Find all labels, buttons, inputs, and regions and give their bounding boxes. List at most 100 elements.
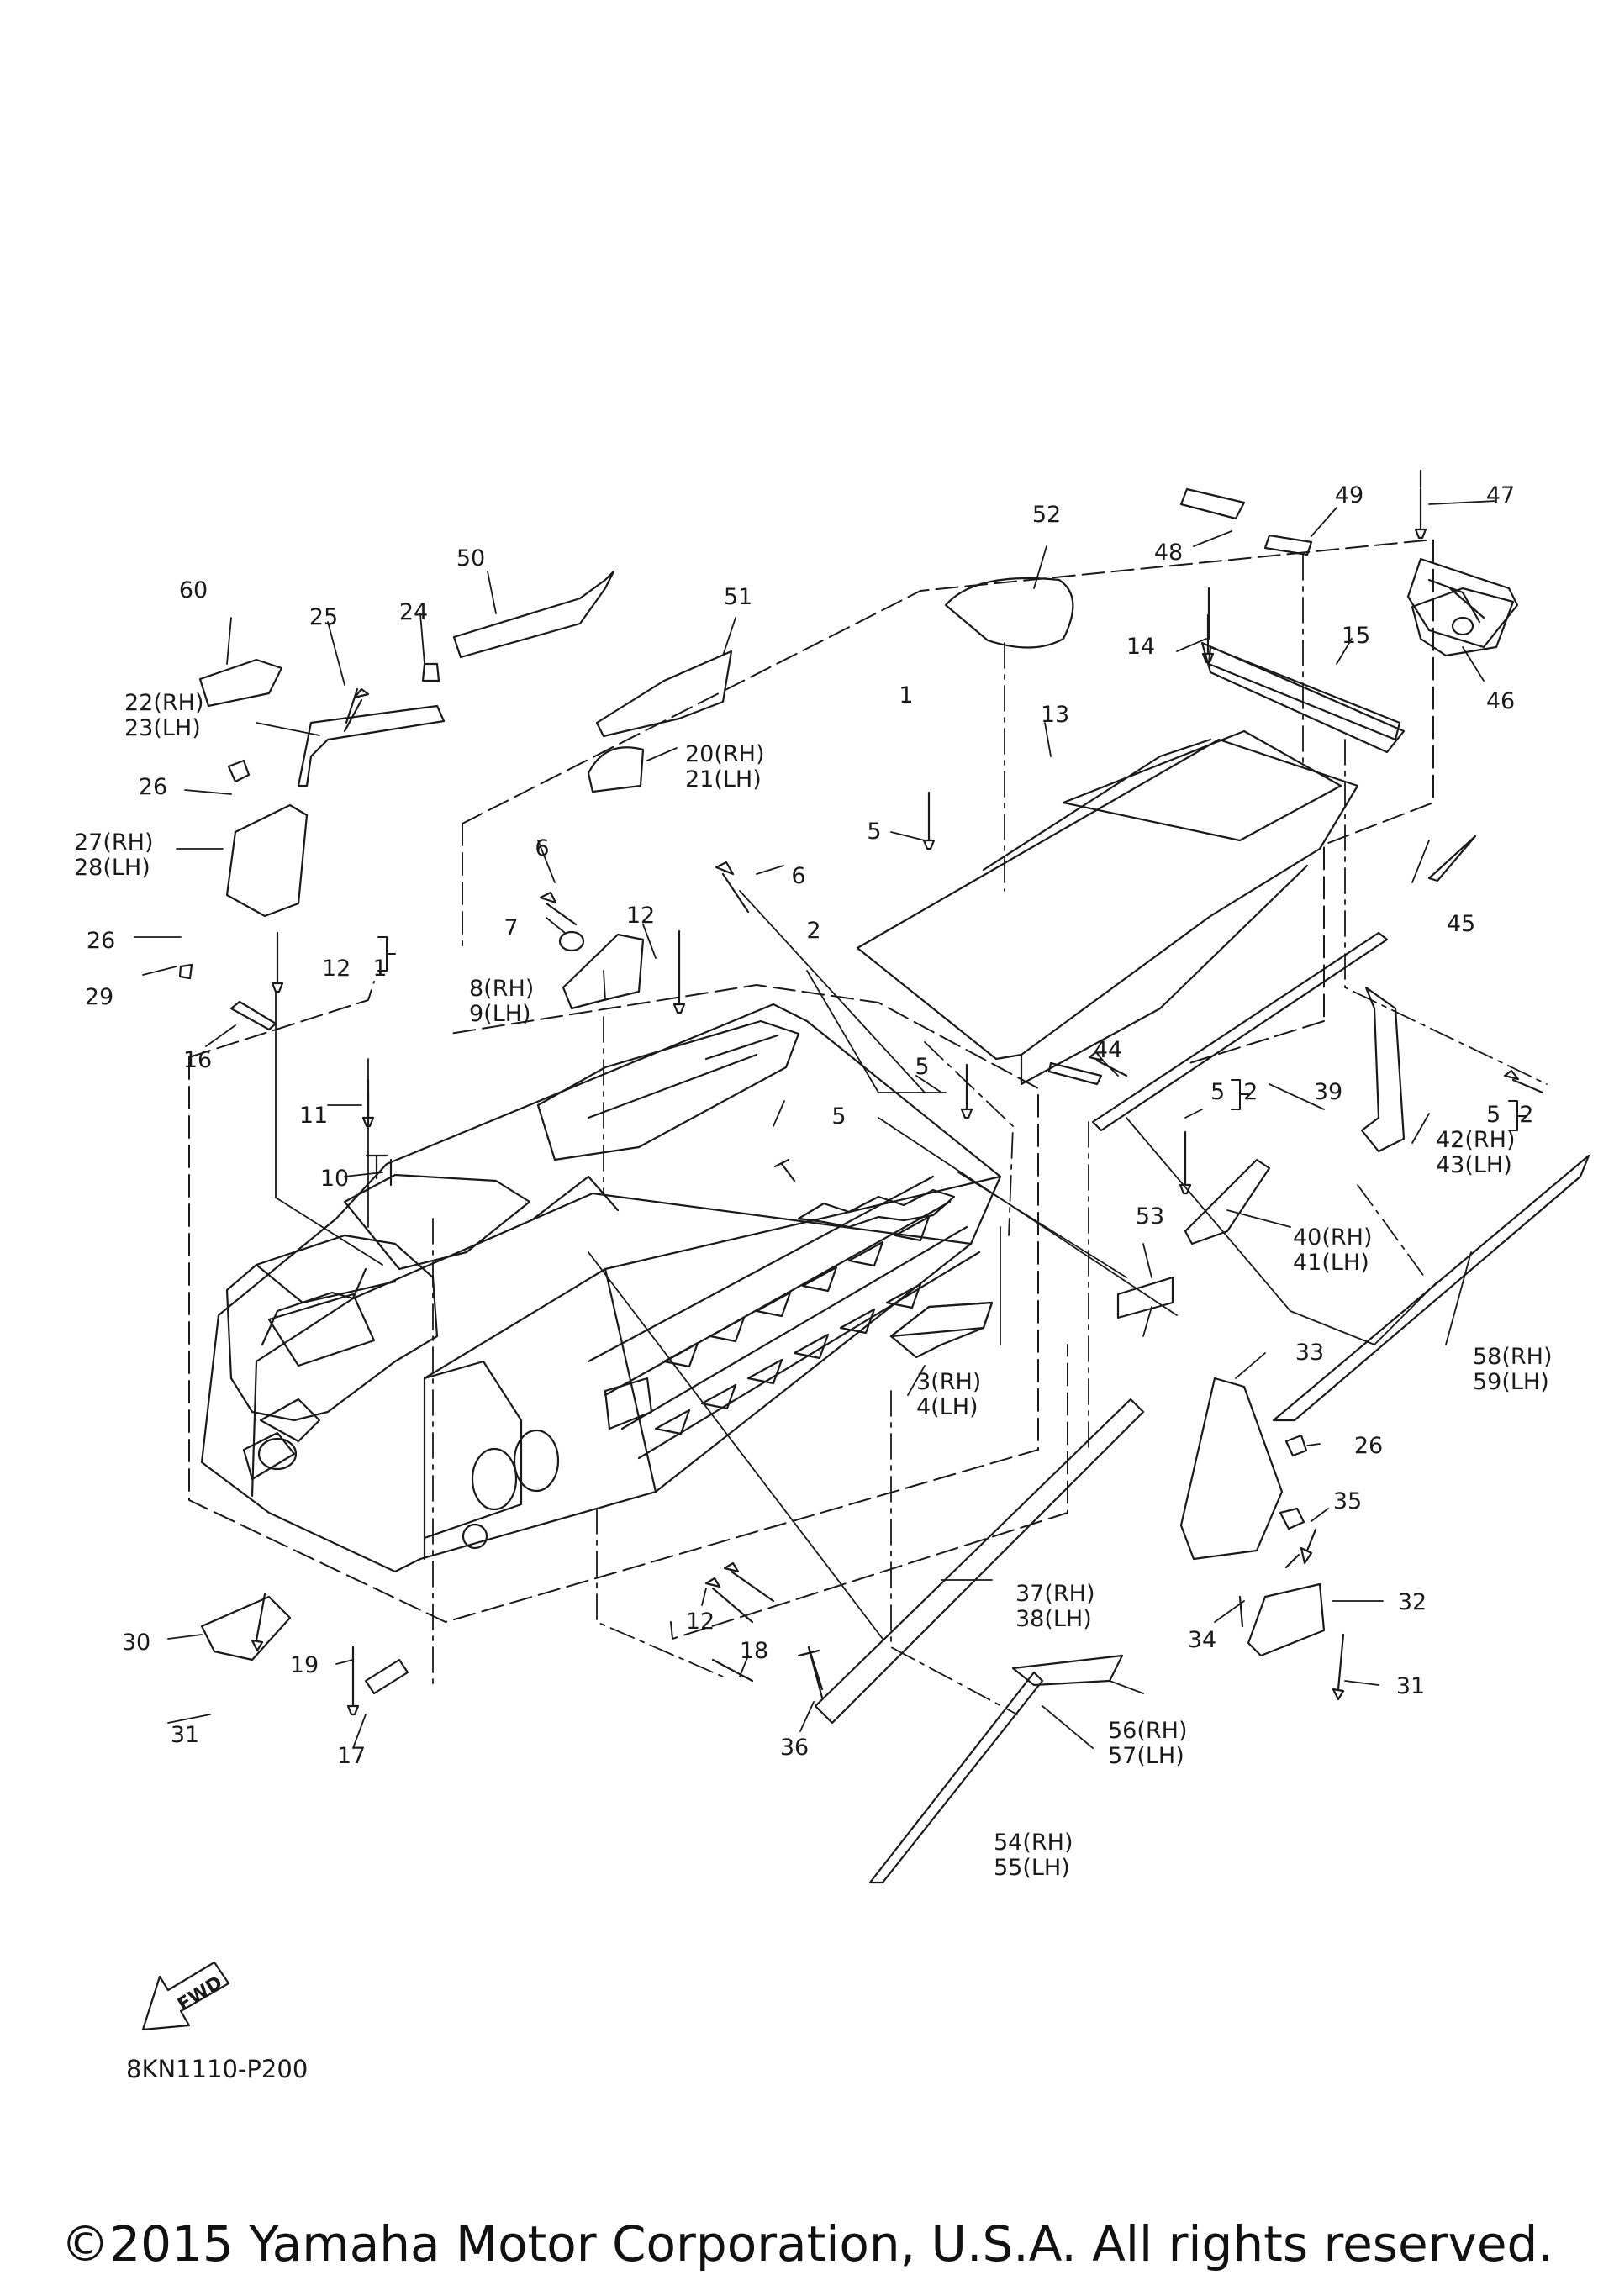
part-26-shape — [227, 759, 251, 783]
callout-31-a: 31 — [170, 1722, 200, 1748]
callout-57-label: 57(LH) — [1108, 1743, 1184, 1769]
callout-43-label: 43(LH) — [1436, 1152, 1512, 1178]
callout-16: 16 — [182, 1047, 213, 1073]
callout-47: 47 — [1485, 482, 1516, 508]
part-24-shape — [421, 662, 440, 682]
part-60-shape — [198, 658, 283, 708]
front-chassis — [225, 1234, 439, 1481]
part-8-shape — [562, 933, 645, 1010]
callout-59-label: 59(LH) — [1473, 1369, 1549, 1395]
callout-40-label: 40(RH) — [1293, 1224, 1373, 1251]
callout-38-label: 38(LH) — [1015, 1606, 1092, 1632]
part-37-shape — [814, 1398, 1145, 1725]
callout-5-a: 5 — [867, 819, 882, 845]
part-44-shape — [1047, 1061, 1103, 1086]
callout-22-label: 22(RH) — [124, 690, 204, 716]
part-35-shape — [1305, 1528, 1317, 1552]
part-22-shape — [297, 704, 446, 787]
part-46-shape — [1411, 587, 1515, 657]
callout-22-23: 22(RH) 23(LH) — [124, 691, 204, 741]
tunnel-frame — [200, 1003, 1002, 1573]
part-48-shape — [1179, 487, 1246, 520]
callout-6-b: 6 — [791, 863, 806, 889]
part-25-shape — [345, 687, 359, 724]
reference-lines — [275, 890, 1438, 1640]
callout-42-label: 42(RH) — [1436, 1127, 1516, 1153]
callout-23-label: 23(LH) — [124, 715, 201, 741]
callout-20-21: 20(RH) 21(LH) — [685, 742, 765, 793]
callout-44: 44 — [1093, 1037, 1123, 1063]
part-15-shape — [1207, 645, 1401, 741]
assembly-boundary-2 — [188, 981, 1068, 1640]
part-30-shape — [200, 1595, 292, 1661]
bracket-12-label: 12 — [322, 956, 351, 982]
callout-50: 50 — [456, 545, 486, 571]
callout-58-59: 58(RH) 59(LH) — [1473, 1345, 1553, 1395]
part-16-shape — [229, 1000, 277, 1031]
fasteners — [251, 487, 1544, 1716]
bracket-1-label: 1 — [372, 956, 388, 982]
callout-45: 45 — [1446, 911, 1476, 937]
part-58-shape — [1272, 1154, 1590, 1422]
callout-30: 30 — [121, 1630, 151, 1656]
callout-9-label: 9(LH) — [469, 1001, 531, 1027]
callout-12-b: 12 — [685, 1609, 715, 1635]
rear-bumper — [1406, 557, 1519, 649]
leader-lines — [134, 500, 1497, 1749]
part-29-shape — [178, 963, 193, 980]
part-39-shape — [1091, 931, 1389, 1132]
callout-5-c: 5 — [831, 1103, 847, 1130]
callout-54-55: 54(RH) 55(LH) — [994, 1830, 1073, 1881]
callout-14: 14 — [1126, 634, 1156, 660]
callout-41-label: 41(LH) — [1293, 1250, 1369, 1276]
callout-27-28: 27(RH) 28(LH) — [74, 830, 154, 881]
part-34-shape — [1238, 1595, 1244, 1628]
callout-19: 19 — [289, 1652, 319, 1678]
callout-36: 36 — [779, 1735, 810, 1761]
callout-29: 29 — [84, 984, 114, 1010]
part-54-shape — [868, 1671, 1044, 1884]
part-27-shape — [225, 803, 309, 918]
callout-12-1-bracket: 12 1 — [322, 956, 388, 982]
callout-52: 52 — [1031, 502, 1062, 528]
callout-18: 18 — [739, 1638, 769, 1664]
callout-39: 39 — [1313, 1079, 1343, 1105]
bracket-2-label-a: 2 — [1243, 1079, 1258, 1105]
part-51-shape — [595, 650, 733, 738]
callout-26-b: 26 — [86, 928, 116, 954]
bracket-2-label-b: 2 — [1519, 1102, 1534, 1128]
callout-46: 46 — [1485, 688, 1516, 714]
callout-32: 32 — [1397, 1589, 1427, 1615]
callout-26-c: 26 — [1353, 1433, 1384, 1459]
callout-2: 2 — [806, 918, 821, 944]
callout-10: 10 — [319, 1166, 350, 1192]
callout-27-label: 27(RH) — [74, 829, 154, 856]
part-36-shape — [807, 1646, 824, 1699]
callout-49: 49 — [1334, 482, 1364, 508]
callout-25: 25 — [309, 604, 339, 630]
callout-17: 17 — [336, 1743, 367, 1769]
callout-58-label: 58(RH) — [1473, 1344, 1553, 1370]
part-40-shape — [1184, 1158, 1271, 1245]
callout-13: 13 — [1040, 702, 1070, 728]
bracket-marks — [377, 936, 1527, 1131]
part-49-shape — [1263, 534, 1313, 556]
callout-53: 53 — [1135, 1203, 1165, 1230]
part-50-shape — [452, 570, 615, 659]
part-26b-shape — [1284, 1434, 1308, 1457]
callout-24: 24 — [398, 599, 429, 625]
fwd-label: FWD — [174, 1972, 226, 2016]
callout-6-a: 6 — [535, 835, 550, 861]
part-18-shape — [711, 1658, 754, 1683]
callout-4-label: 4(LH) — [916, 1394, 978, 1420]
callout-21-label: 21(LH) — [685, 766, 762, 793]
callout-55-label: 55(LH) — [994, 1855, 1070, 1881]
callout-42-43: 42(RH) 43(LH) — [1436, 1128, 1516, 1178]
callout-12-a: 12 — [625, 903, 656, 929]
callout-40-41: 40(RH) 41(LH) — [1293, 1225, 1373, 1276]
assembly-boundary-1 — [462, 539, 1434, 1064]
part-52-shape — [944, 577, 1074, 649]
